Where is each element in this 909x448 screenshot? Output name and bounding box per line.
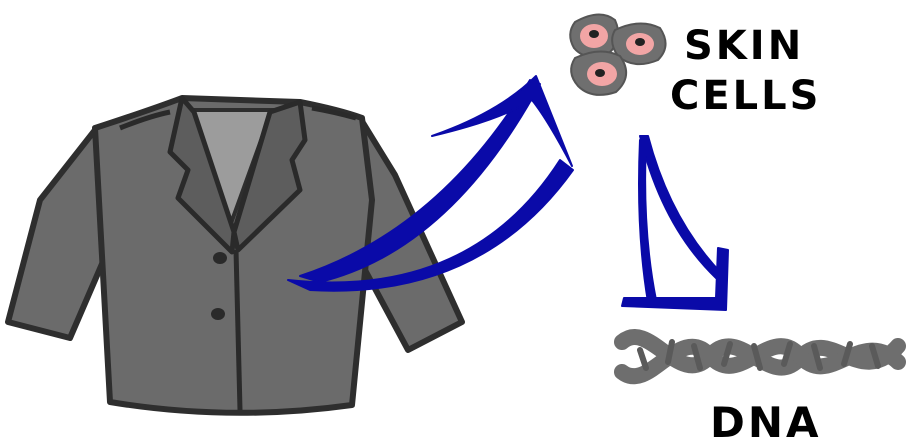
dna-label: DNA bbox=[710, 402, 822, 444]
dna-helix-icon bbox=[622, 337, 898, 376]
arrow-icon bbox=[622, 136, 728, 310]
jacket-icon bbox=[8, 98, 462, 413]
skin-cells-icon bbox=[570, 14, 665, 94]
cells-label: CELLS bbox=[670, 76, 821, 116]
skin-label: SKIN bbox=[684, 26, 804, 66]
